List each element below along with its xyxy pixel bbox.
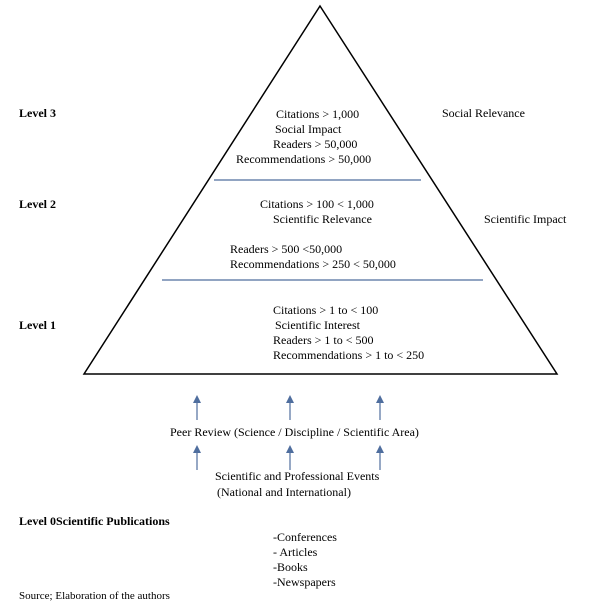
level0-label: Level 0Scientific Publications [19,514,170,528]
level2-recommendations: Recommendations > 250 < 50,000 [230,257,396,271]
level2-label: Level 2 [19,197,56,211]
level2-citations: Citations > 100 < 1,000 [260,197,374,211]
level2-scientific-relevance: Scientific Relevance [273,212,372,226]
level3-label: Level 3 [19,106,56,120]
level3-citations: Citations > 1,000 [276,107,360,121]
level1-label: Level 1 [19,318,56,332]
publication-item: - Articles [273,545,318,559]
publication-item: -Conferences [273,530,337,544]
level2-readers: Readers > 500 <50,000 [230,242,343,256]
level1-citations: Citations > 1 to < 100 [273,303,379,317]
level3-recommendations: Recommendations > 50,000 [236,152,372,166]
events-scope-label: (National and International) [217,485,351,499]
level1-recommendations: Recommendations > 1 to < 250 [273,348,425,362]
events-label: Scientific and Professional Events [215,469,380,483]
publication-item: -Books [273,560,308,574]
level3-side-label: Social Relevance [442,106,525,120]
level1-readers: Readers > 1 to < 500 [273,333,374,347]
pyramid-outline [82,4,559,375]
level3-readers: Readers > 50,000 [273,137,358,151]
source-note: Source; Elaboration of the authors [19,590,170,602]
level2-side-label: Scientific Impact [484,212,567,226]
level1-scientific-interest: Scientific Interest [275,318,360,332]
peer-review-label: Peer Review (Science / Discipline / Scie… [170,425,419,439]
publication-item: -Newspapers [273,575,336,589]
level3-social-impact: Social Impact [275,122,342,136]
